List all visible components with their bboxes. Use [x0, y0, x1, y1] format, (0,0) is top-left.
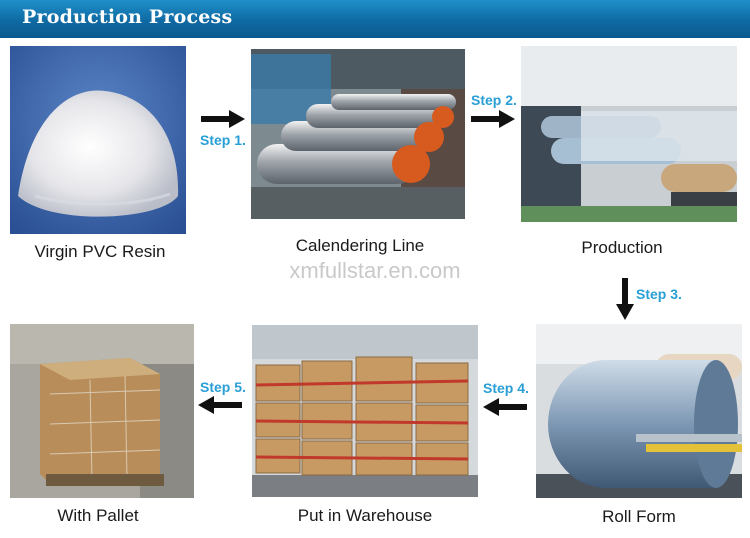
- calendering-line-photo: [251, 49, 465, 219]
- stage-caption-warehouse: Put in Warehouse: [297, 506, 433, 525]
- step-label-4: Step 4.: [483, 380, 529, 396]
- arrow-right-icon: [471, 110, 515, 128]
- pvc-resin-photo: [10, 46, 186, 234]
- arrow-left-icon: [483, 398, 527, 416]
- stage-caption-pallet: With Pallet: [57, 506, 139, 525]
- pallet-image: [10, 324, 194, 498]
- arrow-down-icon: [616, 278, 634, 320]
- header-banner: Production Process: [0, 0, 750, 38]
- stage-caption-resin: Virgin PVC Resin: [34, 242, 166, 261]
- step-label-3: Step 3.: [636, 286, 682, 302]
- stage-caption-production: Production: [581, 238, 663, 257]
- stage-caption-calendering: Calendering Line: [295, 236, 425, 255]
- step-label-1: Step 1.: [200, 132, 246, 148]
- page-title: Production Process: [22, 6, 233, 28]
- production-image: [521, 46, 737, 222]
- stage-caption-roll-form: Roll Form: [602, 507, 676, 526]
- step-label-2: Step 2.: [471, 92, 517, 108]
- roll-form-photo: [536, 324, 742, 498]
- warehouse-image: [252, 325, 478, 497]
- production-photo: [521, 46, 737, 222]
- pallet-photo: [10, 324, 194, 498]
- arrow-right-icon: [201, 110, 245, 128]
- calendering-image: [251, 49, 465, 219]
- arrow-left-icon: [198, 396, 242, 414]
- roll-form-image: [536, 324, 742, 498]
- pvc-resin-image: [10, 46, 186, 234]
- step-label-5: Step 5.: [200, 379, 246, 395]
- warehouse-photo: [252, 325, 478, 497]
- watermark-text: xmfullstar.en.com: [289, 258, 461, 283]
